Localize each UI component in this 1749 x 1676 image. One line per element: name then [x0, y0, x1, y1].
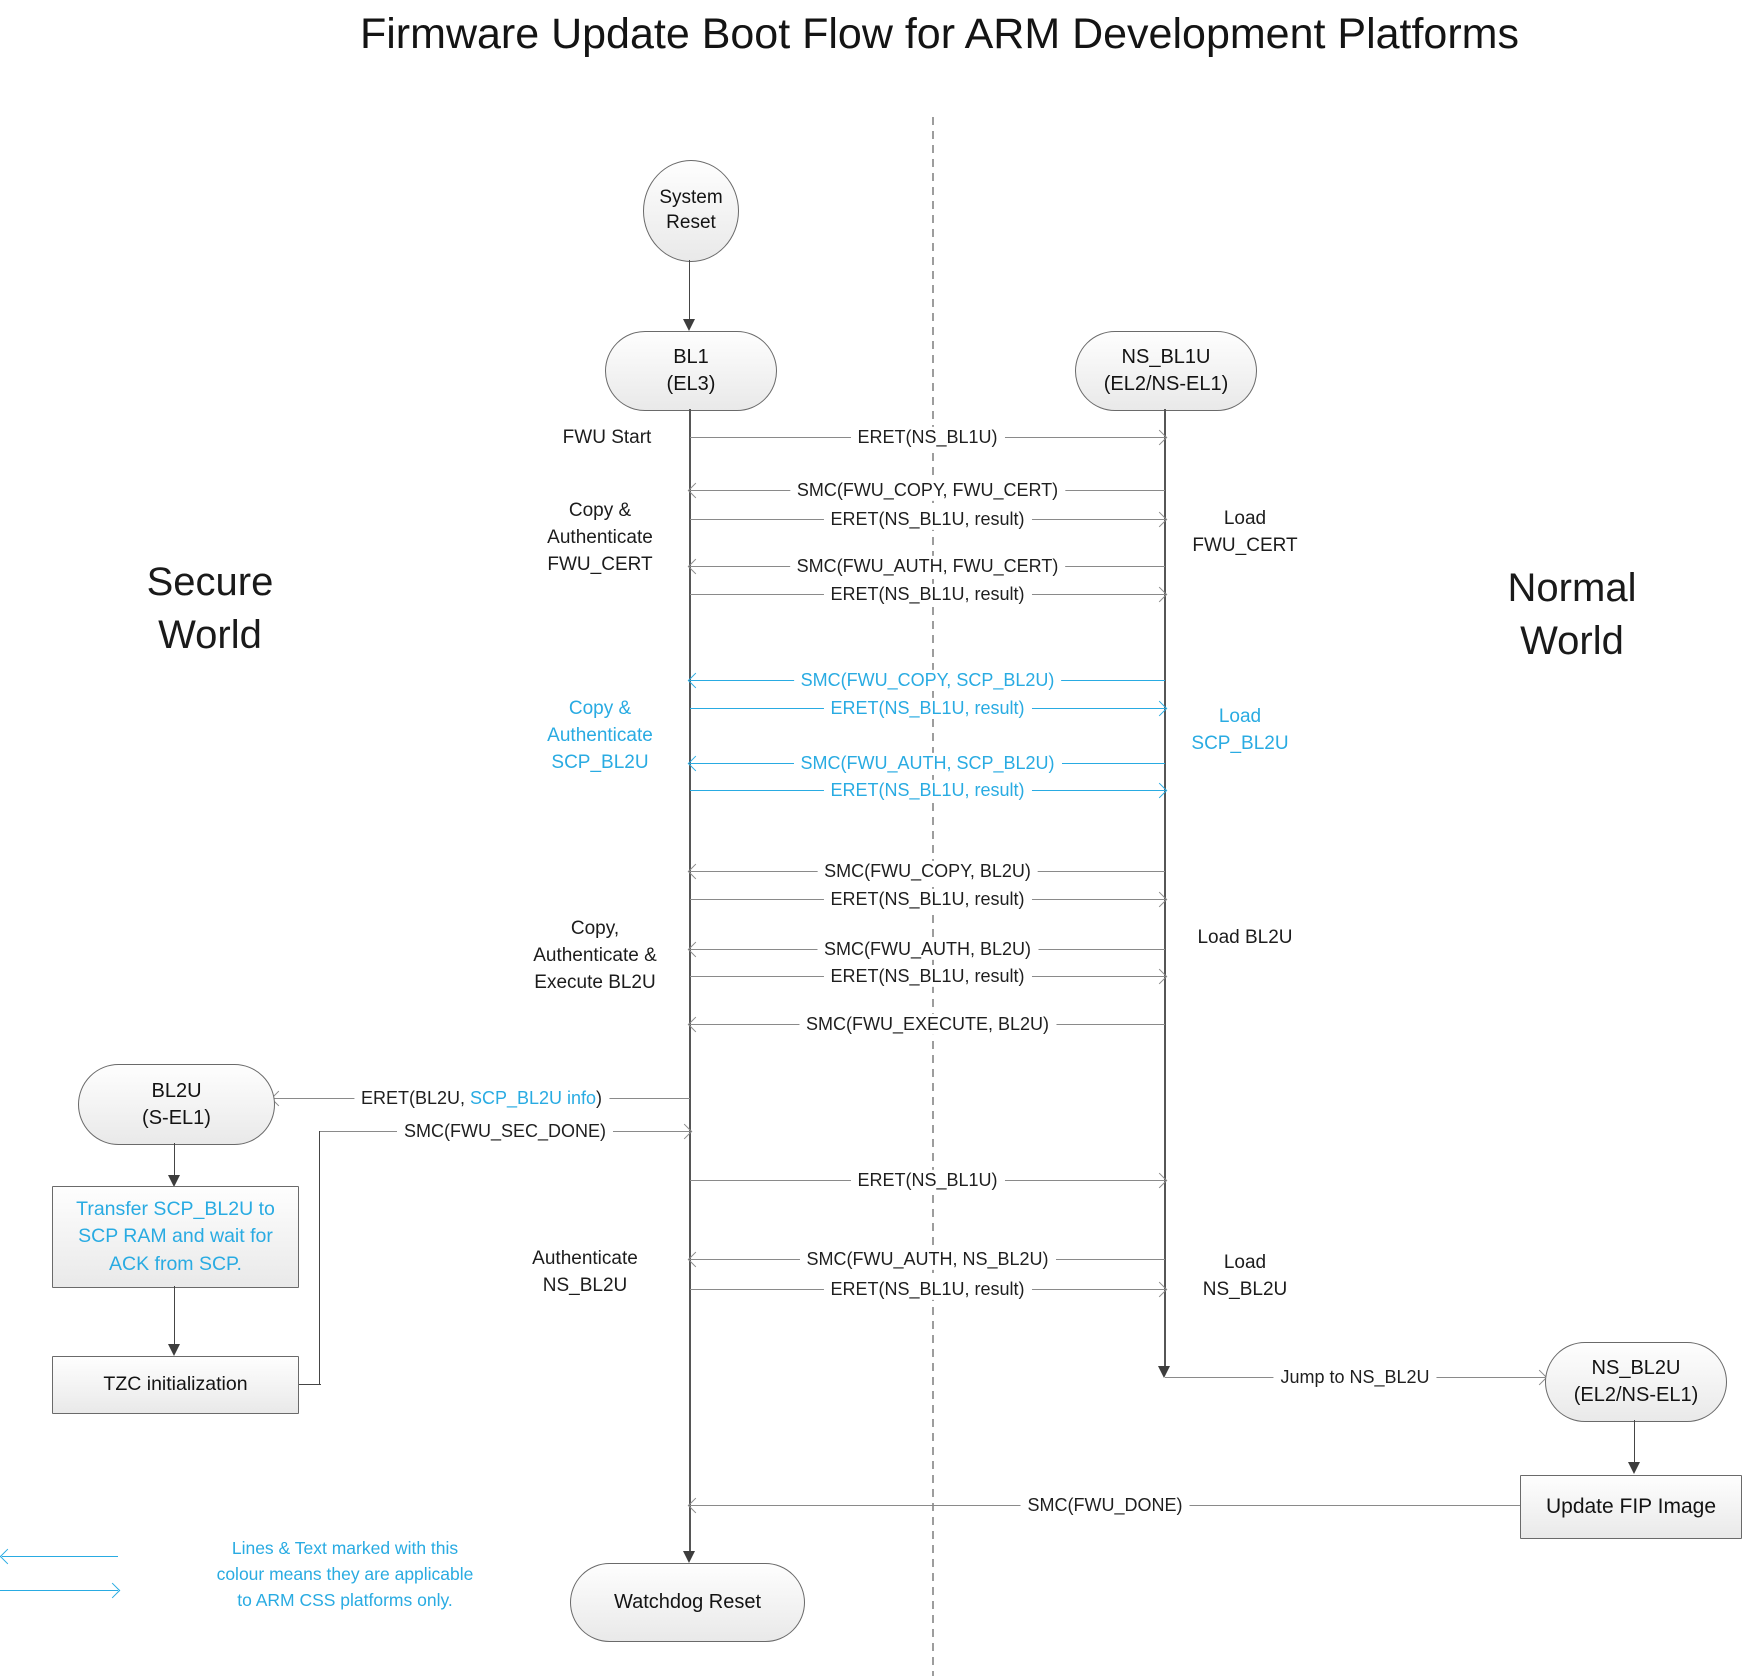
ns-bl1u-lifeline-arrowhead	[1158, 1366, 1170, 1378]
annotation-load-ns-bl2u: Load NS_BL2U	[1202, 1252, 1288, 1300]
message-eret-bl2u: ERET(BL2U, SCP_BL2U info)	[273, 1087, 690, 1109]
update-fip-image-node: Update FIP Image	[1520, 1475, 1742, 1539]
bl2u-node: BL2U (S-EL1)	[78, 1064, 275, 1145]
message-label: ERET(NS_BL1U, result)	[823, 508, 1032, 530]
message-label: ERET(NS_BL1U, result)	[823, 697, 1032, 719]
message-label: SMC(FWU_AUTH, BL2U)	[816, 938, 1039, 960]
transfer-scp-bl2u-node: Transfer SCP_BL2U to SCP RAM and wait fo…	[52, 1186, 299, 1288]
message-eret-result-1: ERET(NS_BL1U, result)	[690, 508, 1165, 530]
message-smc-fwu-done: SMC(FWU_DONE)	[690, 1494, 1520, 1516]
annotation-load-scp-bl2u: Load SCP_BL2U	[1191, 706, 1289, 754]
annotation-load-fwu-cert: Load FWU_CERT	[1192, 508, 1298, 556]
message-label: SMC(FWU_AUTH, NS_BL2U)	[799, 1248, 1056, 1270]
bl2u-to-transfer-arrowhead	[168, 1175, 180, 1187]
message-label: SMC(FWU_COPY, SCP_BL2U)	[793, 669, 1062, 691]
bl2u-to-transfer-arrow-line	[174, 1143, 176, 1176]
annotation-copy-auth-exec-bl2u: Copy, Authenticate & Execute BL2U	[533, 918, 657, 993]
message-label: SMC(FWU_DONE)	[1020, 1494, 1190, 1516]
message-label-accent: SCP_BL2U info	[469, 1087, 597, 1108]
message-label: SMC(FWU_AUTH, SCP_BL2U)	[793, 752, 1062, 774]
message-smc-fwu-copy-fwu-cert: SMC(FWU_COPY, FWU_CERT)	[690, 479, 1165, 501]
message-smc-fwu-copy-bl2u: SMC(FWU_COPY, BL2U)	[690, 860, 1165, 882]
message-label: SMC(FWU_SEC_DONE)	[396, 1120, 614, 1142]
message-label: ERET(NS_BL1U)	[850, 1169, 1005, 1191]
system-reset-arrow-line	[689, 260, 691, 320]
message-eret-result-5: ERET(NS_BL1U, result)	[690, 888, 1165, 910]
ns-bl1u-lifeline	[1164, 409, 1166, 1366]
bl1-lifeline	[689, 409, 691, 1551]
secure-world-label: Secure World	[146, 560, 274, 657]
tzc-initialization-node: TZC initialization	[52, 1356, 299, 1414]
sec-done-connector-vertical	[319, 1131, 321, 1385]
legend-right-arrow	[0, 1590, 118, 1591]
message-smc-fwu-auth-scp-bl2u: SMC(FWU_AUTH, SCP_BL2U)	[690, 752, 1165, 774]
legend-note: Lines & Text marked with this colour mea…	[216, 1538, 474, 1610]
message-eret-result-4: ERET(NS_BL1U, result)	[690, 779, 1165, 801]
annotation-copy-auth-scp-bl2u: Copy & Authenticate SCP_BL2U	[547, 698, 653, 773]
message-label: ERET(NS_BL1U, result)	[823, 779, 1032, 801]
annotation-copy-auth-fwu-cert: Copy & Authenticate FWU_CERT	[547, 500, 653, 575]
message-jump-to-ns-bl2u: Jump to NS_BL2U	[1165, 1366, 1545, 1388]
message-label: Jump to NS_BL2U	[1273, 1366, 1437, 1388]
normal-world-label: Normal World	[1507, 566, 1637, 663]
message-eret-ns-bl1u-2: ERET(NS_BL1U)	[690, 1169, 1165, 1191]
sec-done-connector-horizontal	[297, 1384, 321, 1386]
message-label: ERET(NS_BL1U)	[850, 426, 1005, 448]
message-eret-ns-bl1u-1: ERET(NS_BL1U)	[690, 426, 1165, 448]
watchdog-reset-node: Watchdog Reset	[570, 1563, 805, 1642]
message-label: ERET(NS_BL1U, result)	[823, 583, 1032, 605]
message-label: SMC(FWU_COPY, BL2U)	[817, 860, 1038, 882]
message-label: ERET(NS_BL1U, result)	[823, 1278, 1032, 1300]
message-label: ERET(BL2U, SCP_BL2U info)	[353, 1087, 610, 1109]
message-label: ERET(NS_BL1U, result)	[823, 888, 1032, 910]
message-smc-fwu-execute-bl2u: SMC(FWU_EXECUTE, BL2U)	[690, 1013, 1165, 1035]
bl1-node: BL1 (EL3)	[605, 331, 777, 411]
legend-left-arrow	[2, 1556, 118, 1557]
message-eret-result-3: ERET(NS_BL1U, result)	[690, 697, 1165, 719]
system-reset-node: System Reset	[643, 160, 739, 262]
message-label-pre: ERET(BL2U,	[360, 1087, 470, 1108]
ns-bl2u-to-update-fip-arrow-line	[1634, 1420, 1636, 1463]
message-smc-fwu-auth-bl2u: SMC(FWU_AUTH, BL2U)	[690, 938, 1165, 960]
message-smc-fwu-auth-ns-bl2u: SMC(FWU_AUTH, NS_BL2U)	[690, 1248, 1165, 1270]
system-reset-arrowhead	[683, 319, 695, 331]
annotation-auth-ns-bl2u: Authenticate NS_BL2U	[532, 1248, 638, 1296]
page-title: Firmware Update Boot Flow for ARM Develo…	[359, 10, 1519, 58]
ns-bl1u-node: NS_BL1U (EL2/NS-EL1)	[1075, 331, 1257, 411]
annotation-load-bl2u: Load BL2U	[1197, 927, 1293, 948]
message-label: ERET(NS_BL1U, result)	[823, 965, 1032, 987]
message-label: SMC(FWU_EXECUTE, BL2U)	[798, 1013, 1057, 1035]
ns-bl2u-node: NS_BL2U (EL2/NS-EL1)	[1545, 1342, 1727, 1422]
message-eret-result-6: ERET(NS_BL1U, result)	[690, 965, 1165, 987]
annotation-fwu-start: FWU Start	[562, 427, 652, 448]
message-label: SMC(FWU_COPY, FWU_CERT)	[789, 479, 1066, 501]
message-smc-fwu-copy-scp-bl2u: SMC(FWU_COPY, SCP_BL2U)	[690, 669, 1165, 691]
message-eret-result-7: ERET(NS_BL1U, result)	[690, 1278, 1165, 1300]
bl1-lifeline-arrowhead	[683, 1551, 695, 1563]
message-smc-fwu-sec-done: SMC(FWU_SEC_DONE)	[320, 1120, 690, 1142]
ns-bl2u-to-update-fip-arrowhead	[1628, 1462, 1640, 1474]
transfer-to-tzc-arrow-line	[174, 1286, 176, 1344]
message-eret-result-2: ERET(NS_BL1U, result)	[690, 583, 1165, 605]
message-label: SMC(FWU_AUTH, FWU_CERT)	[789, 555, 1066, 577]
transfer-to-tzc-arrowhead	[168, 1344, 180, 1356]
message-smc-fwu-auth-fwu-cert: SMC(FWU_AUTH, FWU_CERT)	[690, 555, 1165, 577]
message-label-post: )	[596, 1087, 603, 1108]
